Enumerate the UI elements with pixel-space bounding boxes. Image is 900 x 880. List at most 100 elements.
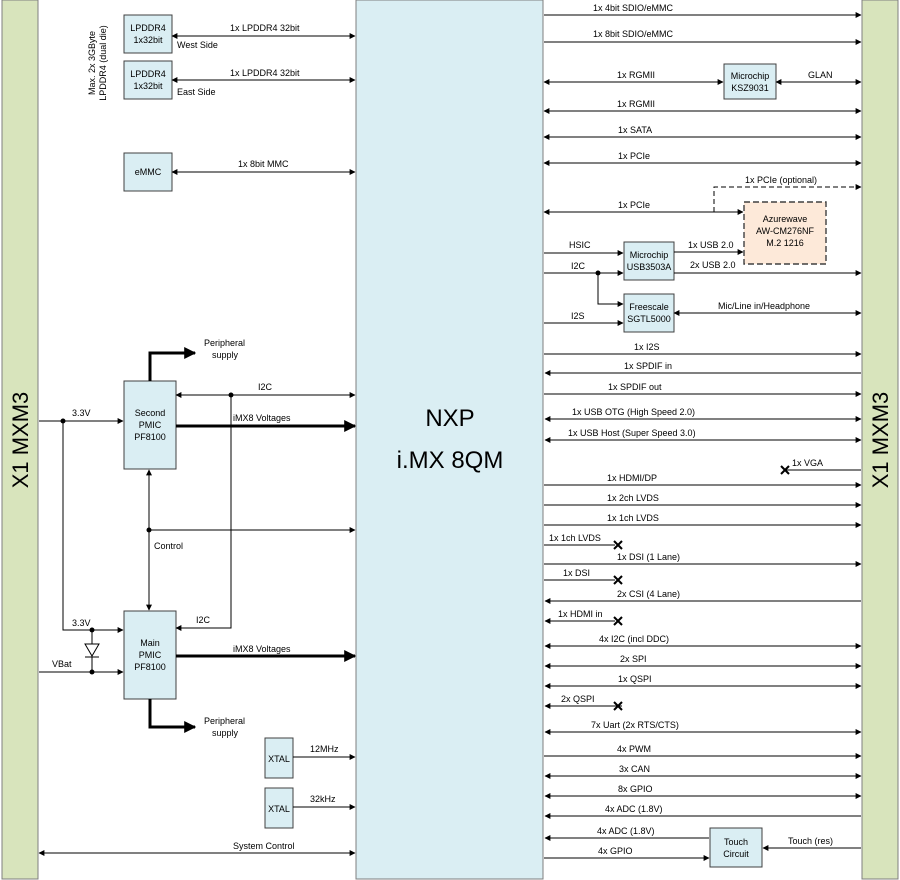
phy-line2: KSZ9031 [731,83,769,93]
rgmii2-label: 1x RGMII [617,99,655,109]
emmc-bus-label: 1x 8bit MMC [238,159,289,169]
west-side-label: West Side [177,40,218,50]
pwm-label: 4x PWM [617,744,651,754]
main-pmic-line3: PF8100 [134,662,166,672]
touch-line1: Touch [724,837,748,847]
peripheral-supply-bottom-line1: Peripheral [204,716,245,726]
soc-block [355,0,544,880]
i2s-codec-label: I2S [571,311,585,321]
clock-32khz-label: 32kHz [310,794,336,804]
qspi2-not-connected-icon [613,701,623,711]
codec-line1: Freescale [629,302,669,312]
lpddr4-east-bus-label: 1x LPDDR4 32bit [230,68,300,78]
hdmi-in-label: 1x HDMI in [558,609,603,619]
audio-codec-block [623,293,675,333]
spdif-out-label: 1x SPDIF out [608,382,662,392]
clock-12mhz-label: 12MHz [310,744,339,754]
lpddr4-west-block [123,14,173,54]
xtal-12mhz-label: XTAL [268,754,290,764]
i2c-hub-label: I2C [571,261,586,271]
soc-vendor-label: NXP [425,405,474,432]
v33-top-label: 3.3V [72,408,91,418]
lpddr4-east-line1: LPDDR4 [130,69,166,79]
vga-not-connected-icon [780,465,790,475]
control-label: Control [154,541,183,551]
i2c-main-pmic-bus [175,395,232,631]
system-control-label: System Control [233,841,295,851]
usb-otg-label: 1x USB OTG (High Speed 2.0) [572,407,695,417]
touch-res-label: Touch (res) [788,836,833,846]
adc-in-label: 4x ADC (1.8V) [597,826,655,836]
xtal-32khz-label: XTAL [268,804,290,814]
pcie-optional-label: 1x PCIe (optional) [745,175,817,185]
second-pmic-line3: PF8100 [134,432,166,442]
left-connector-rail [1,0,39,880]
gpio8-label: 8x GPIO [618,784,653,794]
memory-note-line1: Max. 2x 3GByte [87,31,97,95]
peripheral-supply-bottom-line2: supply [212,728,239,738]
usb-hub-block [623,241,675,281]
second-pmic-line1: Second [135,408,166,418]
left-rail-label: X1 MXM3 [8,392,33,489]
wifi-line2: AW-CM276NF [756,226,815,236]
i2s-label: 1x I2S [634,342,660,352]
usb20-hub-label: 2x USB 2.0 [690,260,736,270]
touch-circuit-block [709,827,763,868]
usb20-wifi-label: 1x USB 2.0 [688,240,734,250]
wifi-line1: Azurewave [763,214,808,224]
main-pmic-line2: PMIC [139,650,162,660]
sdio4-label: 1x 4bit SDIO/eMMC [593,3,674,13]
main-pmic-line1: Main [140,638,160,648]
i2c-main-pmic-label: I2C [196,615,211,625]
hsic-label: HSIC [569,240,591,250]
v33-bottom-label: 3.3V [72,618,91,628]
peripheral-supply-top-arrow [148,347,197,381]
lvds1-nc-label: 1x 1ch LVDS [549,533,601,543]
peripheral-supply-bottom-arrow [148,699,197,733]
imx8-voltages-bottom-label: iMX8 Voltages [233,644,291,654]
codec-line2: SGTL5000 [627,314,671,324]
lpddr4-west-line1: LPDDR4 [130,23,166,33]
right-connector-rail [861,0,899,880]
spi-label: 2x SPI [620,654,647,664]
csi-label: 2x CSI (4 Lane) [617,589,680,599]
lpddr4-east-line2: 1x32bit [133,81,163,91]
peripheral-supply-top-line2: supply [212,350,239,360]
adc-out-label: 4x ADC (1.8V) [605,804,663,814]
glan-label: GLAN [808,70,833,80]
hub-line1: Microchip [630,250,669,260]
soc-model-label: i.MX 8QM [397,447,504,474]
right-rail-label: X1 MXM3 [868,392,893,489]
pcie2-label: 1x PCIe [618,200,650,210]
lvds1-not-connected-icon [613,540,623,550]
second-pmic-line2: PMIC [139,420,162,430]
vga-label: 1x VGA [792,458,823,468]
qspi1-label: 1x QSPI [618,674,652,684]
xtal-12mhz-block [264,737,294,779]
hub-line2: USB3503A [627,262,672,272]
touch-line2: Circuit [723,849,749,859]
emmc-label: eMMC [135,167,162,177]
east-side-label: East Side [177,87,216,97]
vbat-label: VBat [52,659,72,669]
second-pmic-block [123,380,177,470]
diode-icon [84,643,100,657]
can-label: 3x CAN [619,764,650,774]
xtal-32khz-block [264,787,294,829]
lpddr4-west-bus-label: 1x LPDDR4 32bit [230,23,300,33]
usb-host-label: 1x USB Host (Super Speed 3.0) [568,428,696,438]
qspi2-label: 2x QSPI [561,694,595,704]
hdmi-dp-label: 1x HDMI/DP [607,473,657,483]
i2c-codec-line [597,273,624,307]
azurewave-wifi-block [743,201,827,265]
i2c-ddc-label: 4x I2C (incl DDC) [599,634,669,644]
spdif-in-label: 1x SPDIF in [624,361,672,371]
uart-label: 7x Uart (2x RTS/CTS) [591,720,679,730]
phy-line1: Microchip [731,71,770,81]
lpddr4-east-block [123,60,173,100]
lpddr4-west-line2: 1x32bit [133,35,163,45]
lvds1-label: 1x 1ch LVDS [607,513,659,523]
imx8-voltages-top-label: iMX8 Voltages [233,413,291,423]
lvds2-label: 1x 2ch LVDS [607,493,659,503]
